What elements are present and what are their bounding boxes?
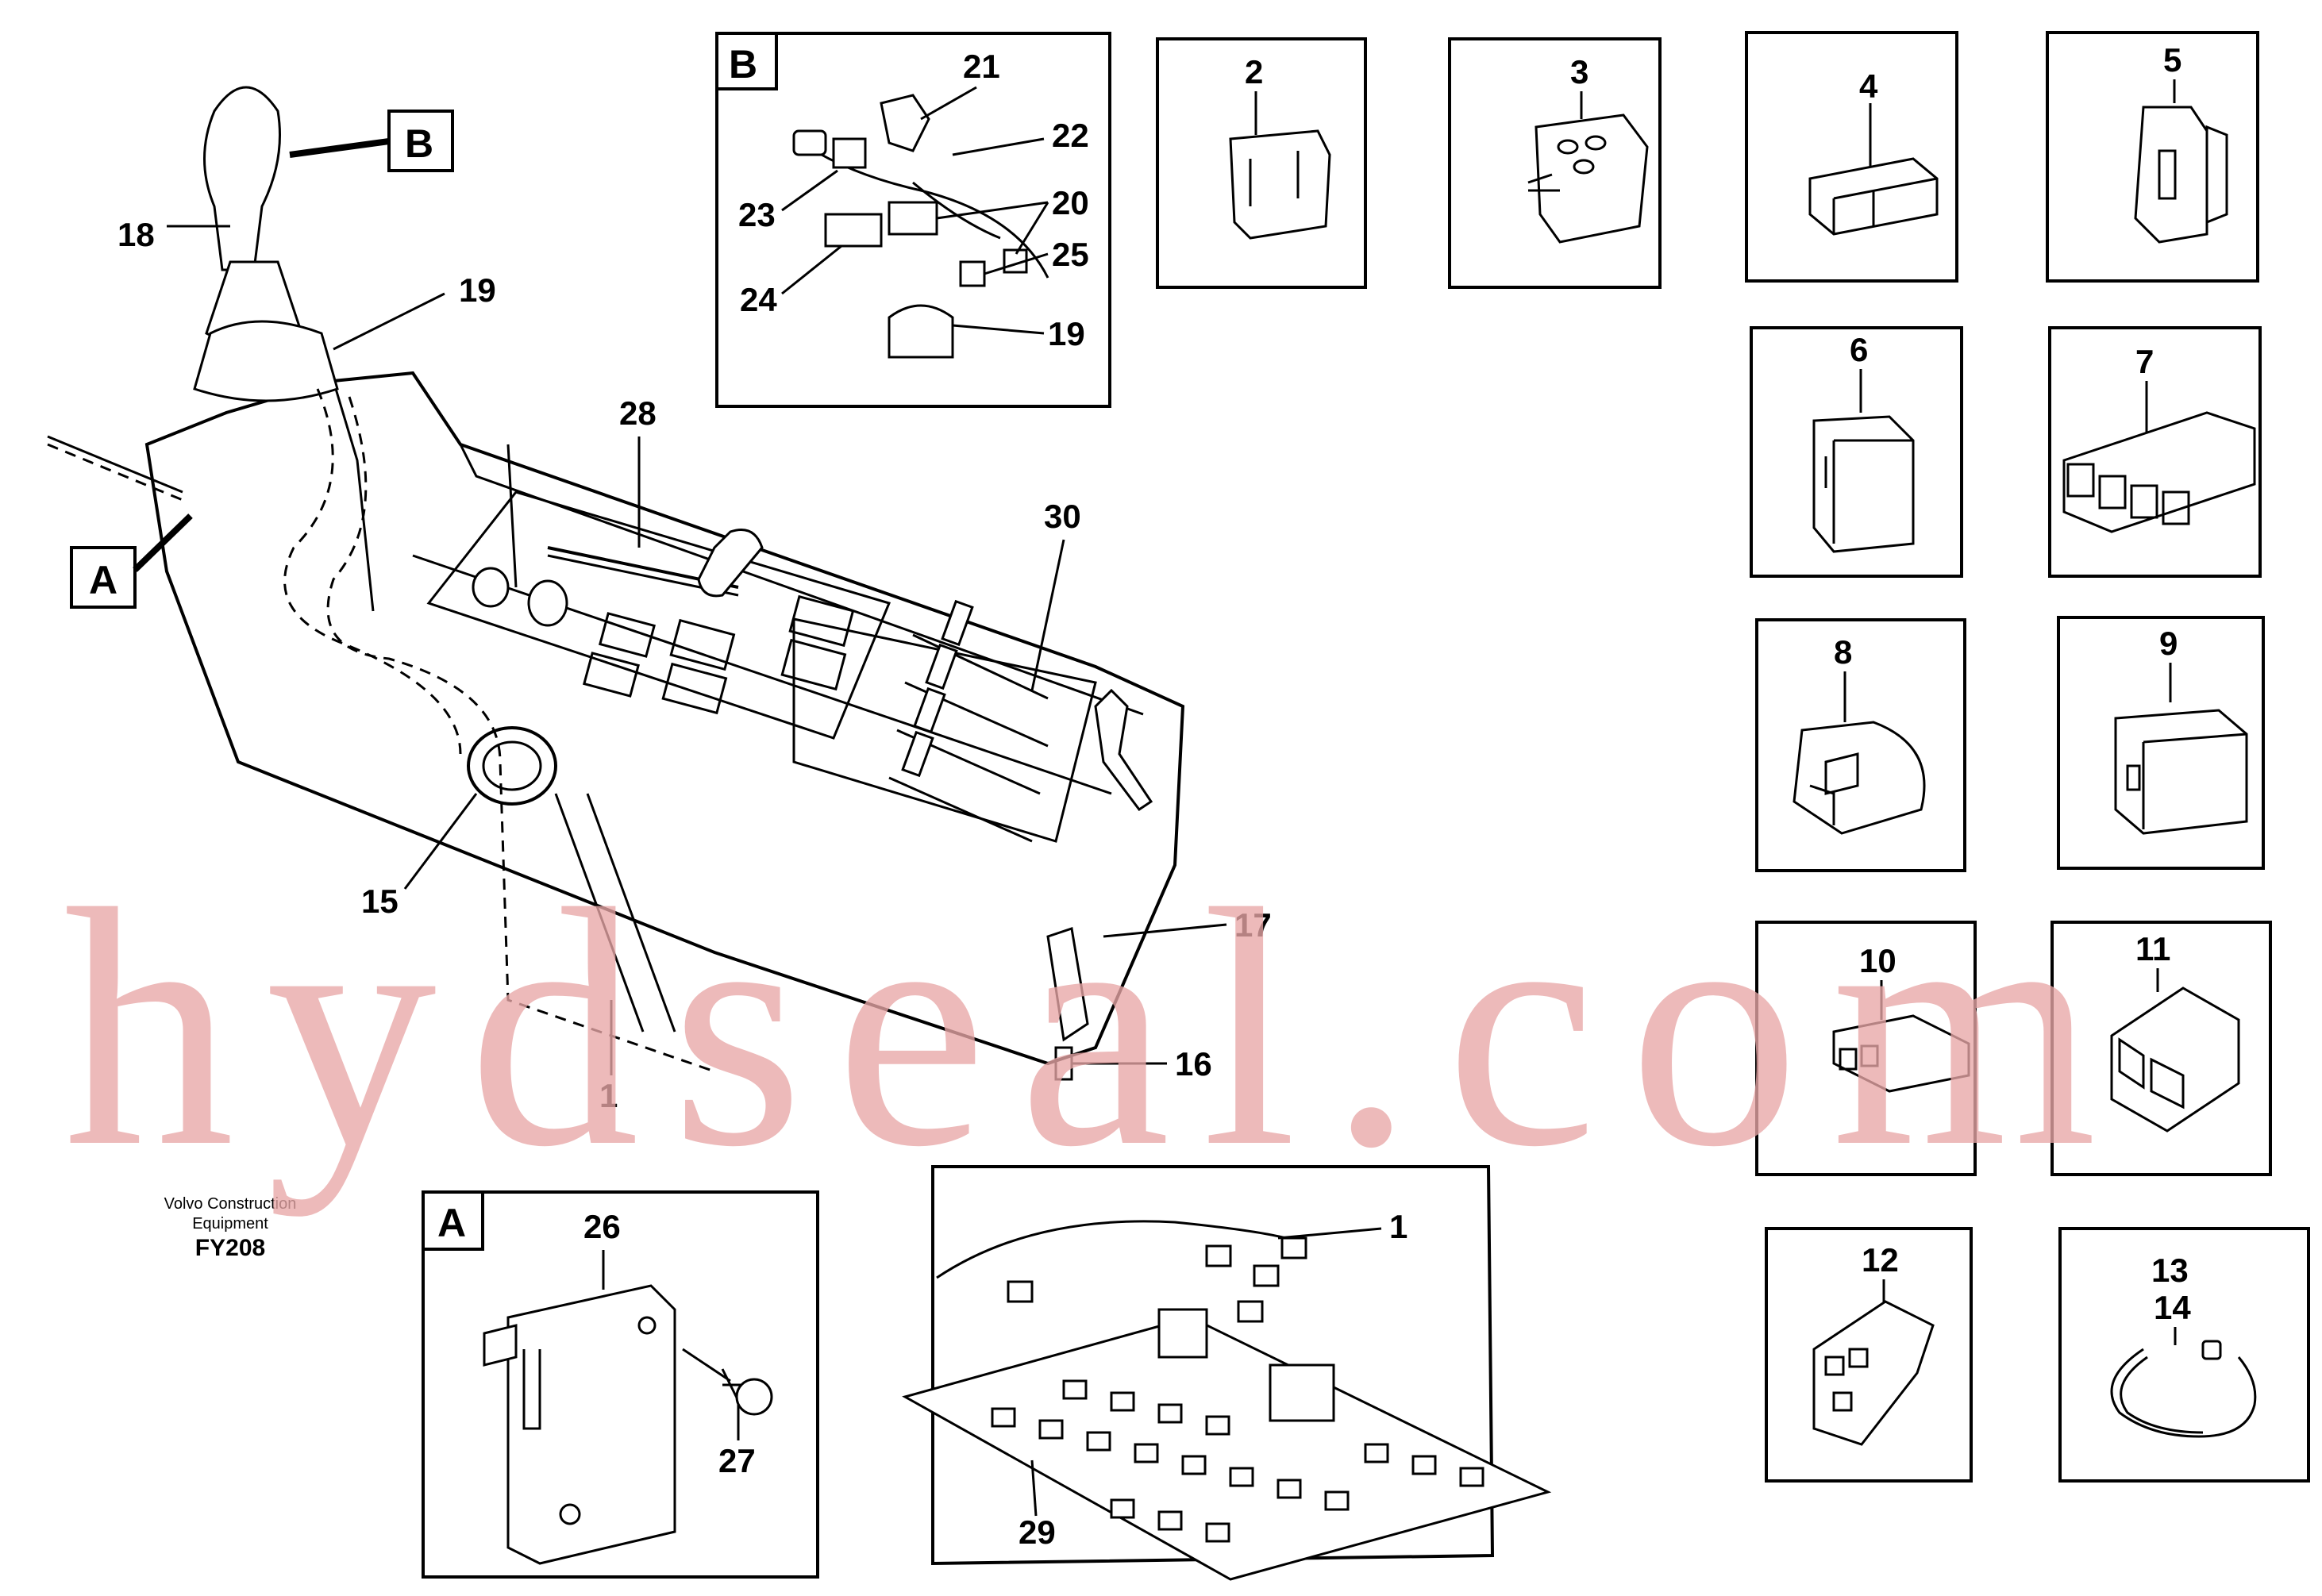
callout-19-detail-b: 19 [1048,315,1085,352]
part-box-4 [1745,31,1958,283]
part-box-13-14 [2058,1227,2310,1483]
main-callouts: 18 19 28 30 15 17 16 1 [117,216,1272,1114]
callout-1-board: 1 [1389,1208,1407,1245]
detail-a-panel: A 26 27 [422,1190,819,1579]
callout-20: 20 [1052,184,1089,221]
part-label-8: 8 [1834,633,1852,671]
credit-company-line1: Volvo Construction [164,1195,297,1213]
publisher-credit: Volvo Construction Equipment FY208 [164,1195,297,1261]
part-label-4: 4 [1859,67,1878,105]
detail-b-label: B [729,42,757,87]
callout-27: 27 [718,1442,756,1479]
callout-23: 23 [738,196,776,233]
callout-22: 22 [1052,117,1089,154]
callout-15: 15 [361,883,399,920]
connector-part-boxes: 2 3 4 5 6 7 [1156,31,2310,1483]
part-label-5: 5 [2163,41,2181,79]
part-label-6: 6 [1850,331,1868,368]
part-label-12: 12 [1862,1241,1899,1279]
circuit-board-panel: 1 29 [902,1165,1552,1581]
callout-30: 30 [1044,498,1081,535]
drawing-code: FY208 [195,1235,265,1261]
detail-a-label: A [437,1201,466,1245]
part-label-7: 7 [2135,343,2154,380]
callout-18: 18 [117,216,155,253]
part-label-11: 11 [2135,930,2170,967]
callout-1: 1 [599,1077,618,1114]
callout-17: 17 [1234,906,1272,944]
credit-company-line2: Equipment [192,1215,268,1233]
callout-26: 26 [583,1208,621,1245]
part-label-9: 9 [2159,625,2178,662]
part-label-2: 2 [1245,53,1263,90]
callout-29: 29 [1019,1513,1056,1551]
callout-19: 19 [459,271,496,309]
part-label-10: 10 [1859,942,1896,979]
part-label-13: 13 [2151,1252,2189,1289]
watermark-text: hydseal.com [64,840,2128,1217]
callout-16: 16 [1175,1045,1212,1083]
control-console-assembly [47,86,1185,1081]
part-label-14: 14 [2154,1289,2191,1326]
detail-marker-a: A [70,513,193,609]
part-label-3: 3 [1570,53,1588,90]
callout-28: 28 [619,394,657,432]
callout-24: 24 [740,281,777,318]
detail-marker-b: B [289,110,454,172]
marker-a-label: A [89,558,117,602]
marker-b-label: B [405,121,433,166]
detail-b-panel: B 21 22 20 23 25 24 19 [715,32,1111,408]
callout-21: 21 [963,48,1000,85]
callout-25: 25 [1052,236,1089,273]
